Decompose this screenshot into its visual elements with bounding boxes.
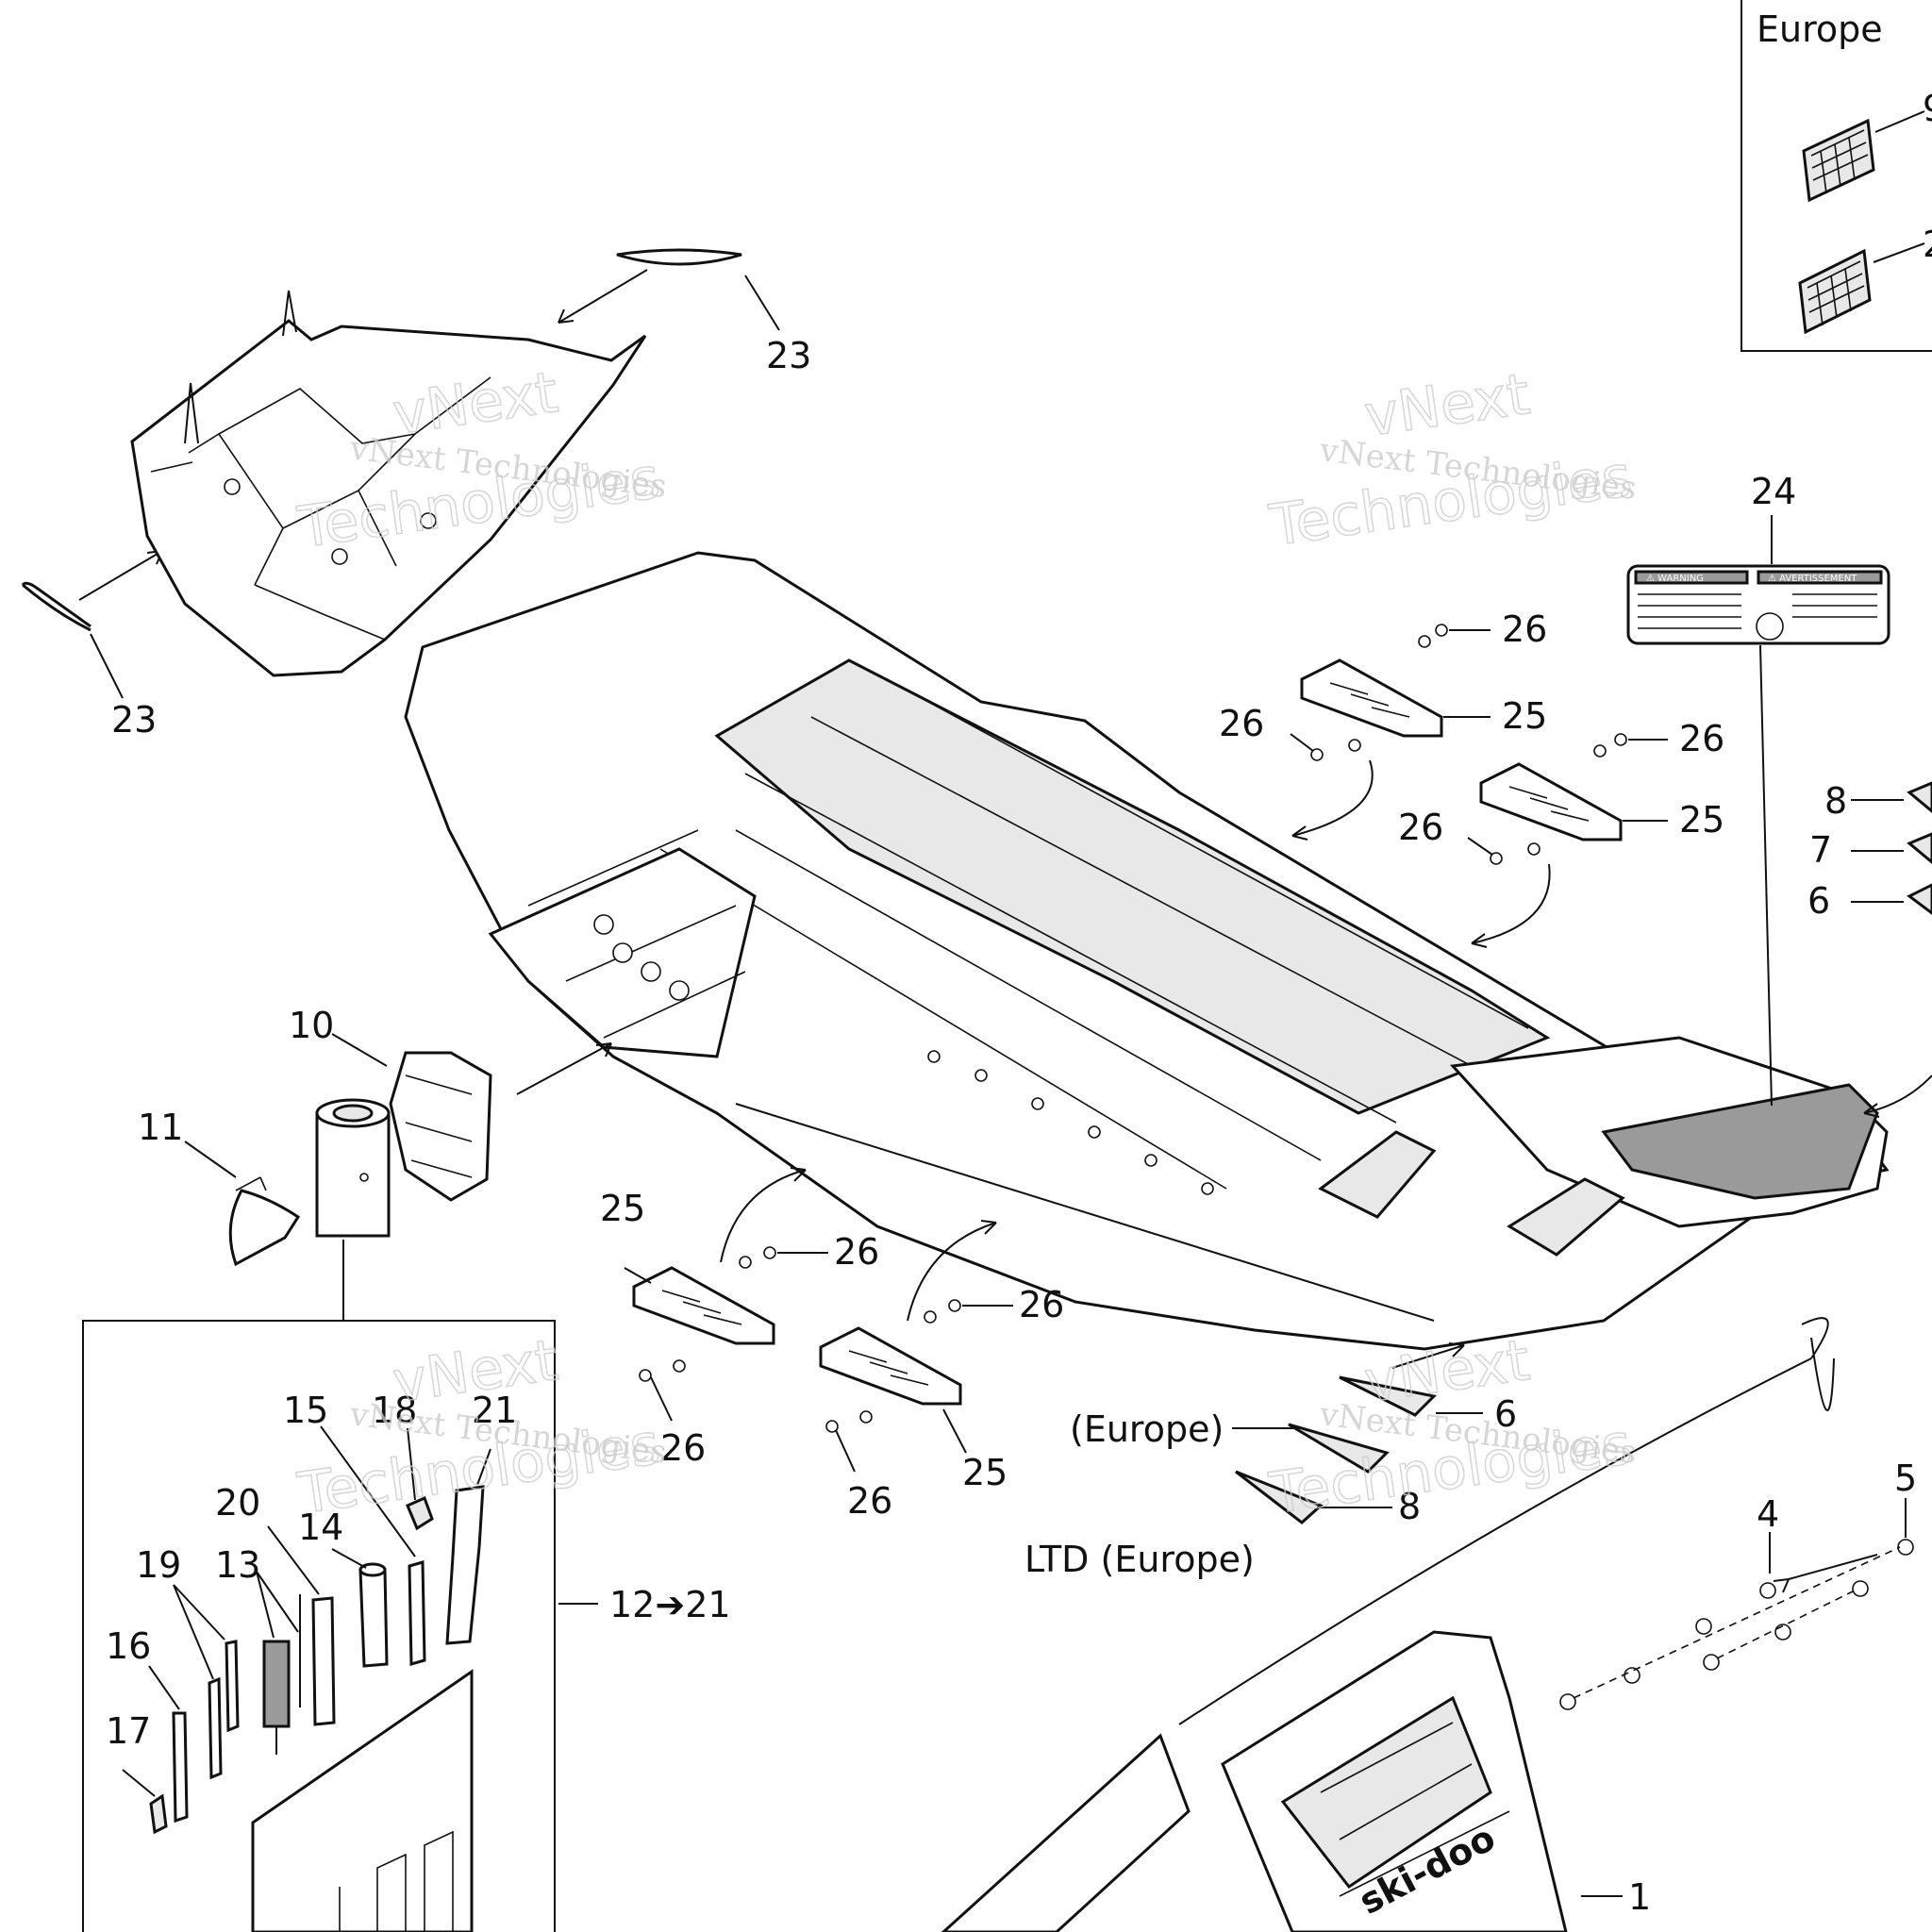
callout-26-lc: 26 <box>1019 1284 1064 1325</box>
hood-1: ski-doo <box>941 1317 1914 1932</box>
callout-2: 2 <box>1923 224 1932 265</box>
tool-17 <box>122 1769 168 1835</box>
trim-23-top <box>558 248 780 331</box>
callout-5: 5 <box>1894 1457 1917 1499</box>
chassis-frame <box>404 551 1890 1351</box>
watermark-top-right: vNext Technologies vNext Technologies <box>1265 360 1639 559</box>
callout-15: 15 <box>283 1390 328 1431</box>
callout-10: 10 <box>289 1005 334 1046</box>
callout-23-top: 23 <box>766 335 811 376</box>
callout-range-12-21: 12➔21 <box>609 1584 731 1625</box>
watermark-bottom-left: vNext Technologies vNext Technologies <box>293 1326 669 1527</box>
reflector-9 <box>1802 110 1925 203</box>
callout-14: 14 <box>298 1507 343 1548</box>
callout-21: 21 <box>472 1390 517 1431</box>
callout-26-la: 26 <box>834 1231 879 1273</box>
callout-16: 16 <box>106 1625 151 1667</box>
callout-25-ua: 25 <box>1502 695 1547 737</box>
decal-24: ⚠ WARNING ⚠ AVERTISSEMENT <box>1626 515 1890 1107</box>
callout-6-right: 6 <box>1807 880 1830 922</box>
callout-23-left: 23 <box>111 699 157 741</box>
watermark-bottom-right: vNext Technologies vNext Technologies <box>1265 1326 1639 1527</box>
callout-26-lb: 26 <box>660 1427 706 1469</box>
decal-24-left-title: ⚠ WARNING <box>1646 574 1704 584</box>
tool-21 <box>445 1448 491 1645</box>
watermark-outline-top: vNext <box>389 1327 561 1416</box>
callout-25-ub: 25 <box>1679 799 1724 841</box>
callout-11: 11 <box>138 1107 183 1148</box>
tool-20 <box>267 1525 336 1726</box>
strap-11 <box>184 1141 301 1267</box>
reflector-2 <box>1798 242 1925 335</box>
decal-24-right-title: ⚠ AVERTISSEMENT <box>1768 574 1857 584</box>
label-europe: (Europe) <box>1070 1408 1224 1450</box>
front-bellypan <box>130 290 647 677</box>
callout-17: 17 <box>106 1710 151 1752</box>
bracket-10 <box>331 1033 612 1202</box>
trim-europe-lower <box>1232 1342 1483 1524</box>
footrest-25-upper-b <box>1467 733 1668 948</box>
europe-inset-title: Europe <box>1757 8 1883 50</box>
tool-pouch <box>315 1098 391 1321</box>
callout-7-right: 7 <box>1809 829 1832 871</box>
callout-26-ub: 26 <box>1219 703 1264 744</box>
callout-26-ud: 26 <box>1398 807 1443 848</box>
callout-6-lower: 6 <box>1494 1393 1517 1435</box>
tool-13 <box>256 1571 301 1755</box>
tool-15 <box>320 1425 426 1666</box>
callout-25-lb: 25 <box>962 1452 1008 1493</box>
callout-13: 13 <box>215 1544 260 1586</box>
callout-8-lower: 8 <box>1398 1486 1421 1527</box>
callout-4: 4 <box>1757 1493 1779 1535</box>
callout-19: 19 <box>136 1544 181 1586</box>
callout-9: 9 <box>1923 88 1932 129</box>
callout-24: 24 <box>1751 471 1796 512</box>
callout-26-uc: 26 <box>1679 718 1724 759</box>
tool-18 <box>406 1427 434 1531</box>
label-ltd-europe: LTD (Europe) <box>1024 1539 1255 1580</box>
callout-20: 20 <box>215 1482 260 1524</box>
callout-8-right: 8 <box>1824 780 1847 822</box>
watermark-top-left: vNext Technologies vNext Technologies <box>293 358 669 561</box>
callout-26-ld: 26 <box>847 1480 892 1522</box>
toolkit-box <box>82 1320 598 1932</box>
watermark-outline-top: vNext <box>1360 361 1533 450</box>
trim-right-876 <box>1851 781 1932 1118</box>
footrest-25-lower-a <box>624 1167 828 1422</box>
tool-19 <box>173 1584 240 1780</box>
europe-inset: Europe 9 2 <box>1740 0 1932 352</box>
callout-26-ua: 26 <box>1502 608 1547 650</box>
trim-23-left <box>21 550 163 699</box>
footrest-25-upper-a <box>1290 624 1491 841</box>
tool-16 <box>148 1665 189 1824</box>
footrest-25-lower-b <box>819 1220 1013 1473</box>
callout-18: 18 <box>372 1390 417 1431</box>
callout-1: 1 <box>1628 1876 1651 1918</box>
callout-25-la: 25 <box>600 1188 645 1229</box>
tool-14 <box>331 1548 389 1668</box>
